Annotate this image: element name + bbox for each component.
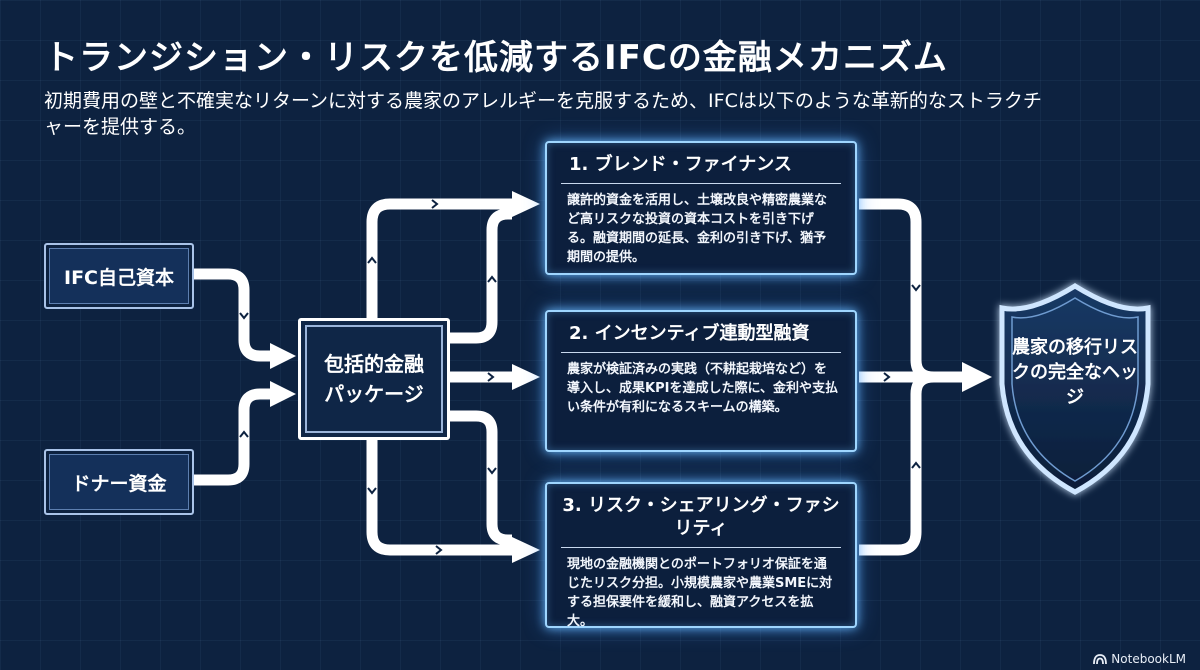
mechanism-risk-sharing: 3. リスク・シェアリング・ファシリティ 現地の金融機関とのポートフォリオ保証を… [545, 482, 857, 629]
mechanism-title: 1. ブレンド・ファイナンス [561, 143, 841, 184]
arrowhead-mech2 [512, 364, 540, 390]
route-out-bottom [859, 371, 935, 556]
mechanism-blended-finance: 1. ブレンド・ファイナンス 譲許的資金を活用し、土壌改良や精密農業など高リスク… [545, 141, 857, 275]
package-box: 包括的金融 パッケージ [298, 318, 450, 440]
mechanism-description: 農家が検証済みの実践（不耕起栽培など）を導入し、成果KPIを達成した際に、金利や… [567, 362, 839, 415]
outcome-label: 農家の移行リスクの完全なヘッジ [1012, 337, 1138, 408]
footer-brand-label: NotebookLM [1111, 652, 1186, 666]
shield-inner-outline [1011, 297, 1139, 482]
route-inner-bottom [446, 410, 514, 546]
route-out-top [859, 198, 935, 383]
arrowhead-donor-package [270, 381, 296, 407]
flow-chevrons-out [883, 284, 921, 469]
package-label-line1: 包括的金融 [324, 352, 424, 376]
page-title: トランジション・リスクを低減するIFCの金融メカニズム [44, 38, 948, 78]
notebooklm-icon [1093, 654, 1108, 665]
mechanism-description: 現地の金融機関とのポートフォリオ保証を通じたリスク分担。小規模農家や農業SMEに… [567, 557, 833, 629]
source-ifc-equity: IFC自己資本 [44, 243, 194, 309]
package-label-line2: パッケージ [324, 382, 424, 406]
arrowhead-ifc-package [270, 343, 296, 369]
flow-chevrons [239, 199, 497, 555]
arrowhead-mech1-top [512, 191, 540, 217]
mechanism-incentive-loan: 2. インセンティブ連動型融資 農家が検証済みの実践（不耕起栽培など）を導入し、… [545, 310, 857, 452]
arrowhead-mech3-bottom [512, 537, 540, 563]
source-donor-funds: ドナー資金 [44, 449, 194, 515]
shield-icon [999, 283, 1151, 495]
page-subtitle: 初期費用の壁と不確実なリターンに対する農家のアレルギーを克服するため、IFCは以… [44, 90, 1042, 138]
mechanism-title: 3. リスク・シェアリング・ファシリティ [561, 484, 841, 548]
arrow-donor-to-package [192, 388, 272, 486]
arrow-ifc-to-package [192, 268, 272, 362]
mechanism-description: 譲許的資金を活用し、土壌改良や精密農業など高リスクな投資の資本コストを引き下げる… [567, 193, 828, 265]
mechanism-title: 2. インセンティブ連動型融資 [561, 312, 841, 353]
footer-brand: NotebookLM [1093, 652, 1186, 666]
route-inner-top [446, 208, 514, 344]
route-outer-top [366, 198, 512, 318]
route-outer-bottom [366, 434, 512, 556]
arrowhead-outcome [962, 362, 992, 392]
